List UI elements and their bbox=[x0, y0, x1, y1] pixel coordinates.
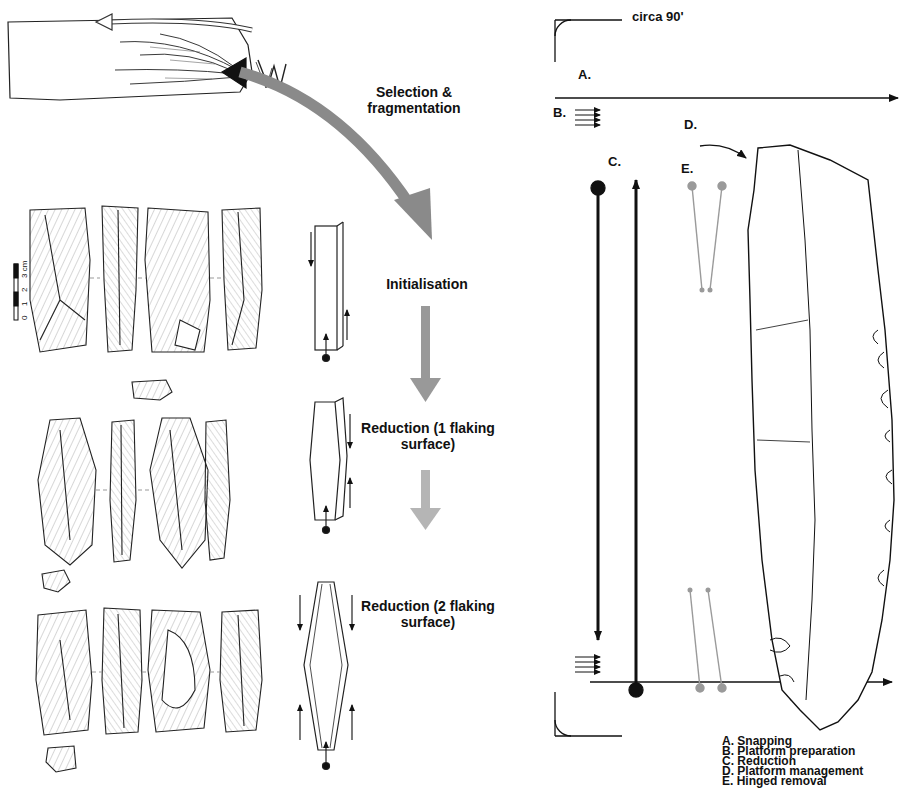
stage-label: Initialisation bbox=[365, 276, 489, 292]
callout-letter: C. bbox=[608, 155, 638, 170]
scale-number: 2 bbox=[20, 288, 29, 292]
key-entry: E. Hinged removal bbox=[722, 775, 902, 789]
angle-label: circa 90' bbox=[632, 10, 712, 25]
callout-letter: B. bbox=[553, 106, 575, 121]
callout-letter: D. bbox=[684, 118, 714, 133]
scale-number: 1 bbox=[20, 302, 29, 306]
stage-label: Reduction (2 flaking surface) bbox=[360, 598, 496, 630]
callout-letter: E. bbox=[681, 162, 711, 177]
scale-number: 0 bbox=[20, 316, 29, 320]
stage-label: Selection & fragmentation bbox=[350, 84, 478, 116]
callout-letter: A. bbox=[578, 68, 608, 83]
scale-number: 3 cm bbox=[20, 261, 29, 278]
stage-label: Reduction (1 flaking surface) bbox=[360, 420, 496, 452]
